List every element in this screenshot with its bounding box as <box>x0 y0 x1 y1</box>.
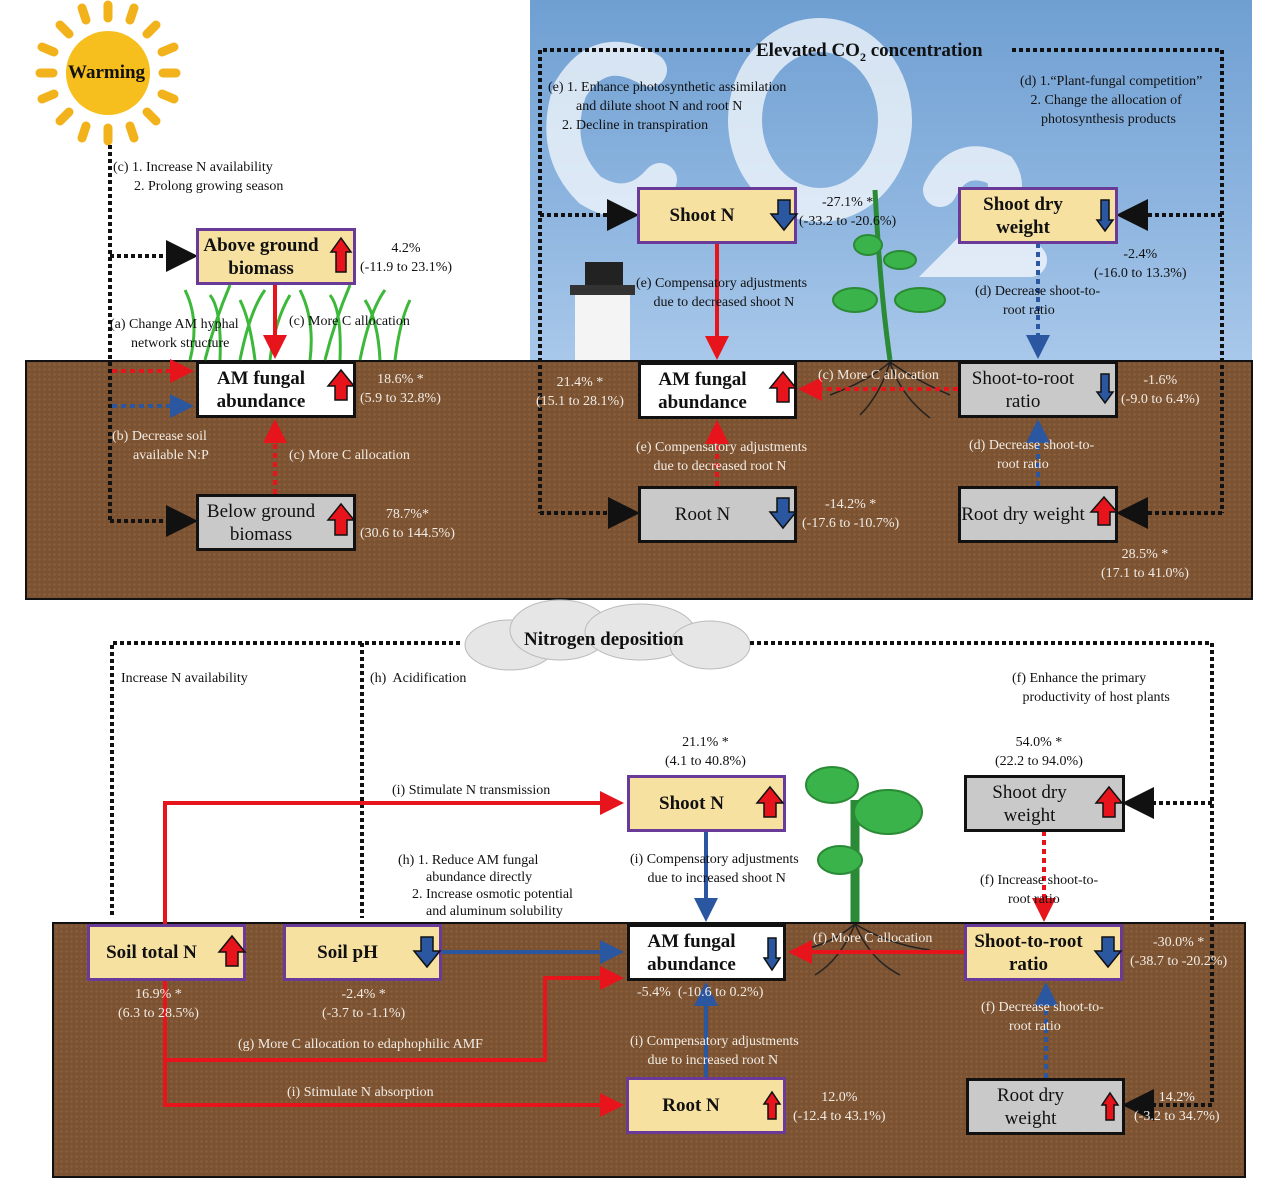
down-arrow-icon <box>1095 373 1115 405</box>
label-warming-c-alloc-2: (c) More C allocation <box>289 448 410 463</box>
stat-root-n-co2: -14.2% * (-17.6 to -10.7%) <box>802 497 900 531</box>
up-arrow-icon <box>329 236 353 273</box>
box-am-fungal-abundance-co2: AM fungal abundance <box>638 362 797 419</box>
label-ndep-inc-n: Increase N availability <box>121 671 248 686</box>
box-root-n-co2: Root N <box>638 486 797 543</box>
down-arrow-icon <box>762 937 782 972</box>
up-arrow-icon <box>1089 495 1119 526</box>
co2-title: Elevated CO2 concentration <box>756 40 983 65</box>
label-co2-d-dec-2: (d) Decrease shoot-to- root ratio <box>969 438 1095 472</box>
up-arrow-icon <box>326 368 356 401</box>
grass-picture <box>183 284 412 361</box>
stat-shoot-to-root-ndep: -30.0% * (-38.7 to -20.2%) <box>1130 935 1228 969</box>
label-warming-a-note: (a) Change AM hyphal network structure <box>110 317 239 351</box>
box-below-ground-biomass: Below ground biomass <box>196 494 356 551</box>
up-arrow-icon <box>326 502 356 536</box>
label-ndep-i-comp-root: (i) Compensatory adjustments due to incr… <box>630 1034 799 1068</box>
label-ndep-f-dec: (f) Decrease shoot-to- root ratio <box>981 1000 1104 1034</box>
down-arrow-icon <box>1095 199 1115 233</box>
down-arrow-icon <box>769 199 799 232</box>
label-co2-d-note: (d) 1.“Plant-fungal competition” 2. Chan… <box>1020 74 1203 127</box>
stat-root-n-ndep: 12.0% (-12.4 to 43.1%) <box>793 1090 886 1124</box>
stat-am-warming: 18.6% * (5.9 to 32.8%) <box>360 372 441 406</box>
box-root-n-ndep: Root N <box>626 1077 786 1134</box>
label-warming-c-note: (c) 1. Increase N availability 2. Prolon… <box>113 160 284 194</box>
label-ndep-i-stim-trans: (i) Stimulate N transmission <box>392 783 551 798</box>
up-arrow-icon <box>1100 1091 1120 1121</box>
box-root-dry-weight-co2: Root dry weight <box>958 486 1118 543</box>
box-root-dry-weight-ndep: Root dry weight <box>966 1078 1125 1135</box>
label-ndep-f-enh: (f) Enhance the primary productivity of … <box>1012 671 1170 705</box>
stat-shoot-n-co2: -27.1% * (-33.2 to -20.6%) <box>799 195 897 229</box>
stat-shoot-dry-weight-co2: -2.4% (-16.0 to 13.3%) <box>1094 247 1187 281</box>
label-co2-e-note: (e) 1. Enhance photosynthetic assimilati… <box>548 80 787 133</box>
stat-shoot-n-ndep: 21.1% * (4.1 to 40.8%) <box>665 735 746 769</box>
up-arrow-icon <box>762 1090 782 1120</box>
sun-icon <box>35 0 181 146</box>
up-arrow-icon <box>217 934 247 967</box>
stat-soil-total-n: 16.9% * (6.3 to 28.5%) <box>118 987 199 1021</box>
cloud-picture <box>464 599 751 671</box>
stat-below-ground-biomass: 78.7%* (30.6 to 144.5%) <box>360 507 455 541</box>
up-arrow-icon <box>768 370 798 403</box>
down-arrow-icon <box>1093 936 1123 969</box>
label-co2-c-alloc: (c) More C allocation <box>818 368 939 383</box>
box-shoot-to-root-ratio-co2: Shoot-to-root ratio <box>958 361 1118 418</box>
down-arrow-icon <box>412 936 442 969</box>
co2-title-text: Elevated CO <box>756 40 860 61</box>
stat-shoot-to-root-co2: -1.6% (-9.0 to 6.4%) <box>1121 373 1200 407</box>
label-warming-c-alloc-1: (c) More C allocation <box>289 314 410 329</box>
label-ndep-h-note: (h) 1. Reduce AM fungal abundance direct… <box>398 853 573 919</box>
label-ndep-i-comp-shoot: (i) Compensatory adjustments due to incr… <box>630 852 799 886</box>
co2-title-end: concentration <box>865 40 983 61</box>
up-arrow-icon <box>1094 785 1124 818</box>
ndep-title: Nitrogen deposition <box>524 629 684 650</box>
stat-am-co2: 21.4% * (15.1 to 28.1%) <box>536 375 624 409</box>
warming-label: Warming <box>68 62 146 83</box>
stat-am-ndep: -5.4% (-10.6 to 0.2%) <box>637 985 764 1000</box>
plant-picture-bottom <box>805 766 923 922</box>
stat-soil-ph: -2.4% * (-3.7 to -1.1%) <box>322 987 406 1021</box>
box-am-fungal-abundance-warming: AM fungal abundance <box>196 361 356 418</box>
plant-picture-top <box>832 189 946 361</box>
label-co2-d-dec-1: (d) Decrease shoot-to- root ratio <box>975 284 1101 318</box>
box-shoot-dry-weight-ndep: Shoot dry weight <box>964 775 1125 832</box>
co2-dotted-frame <box>538 48 1224 513</box>
box-shoot-n-co2: Shoot N <box>637 187 797 244</box>
label-ndep-i-abs: (i) Stimulate N absorption <box>287 1085 434 1100</box>
stat-root-dry-weight-co2: 28.5% * (17.1 to 41.0%) <box>1101 547 1189 581</box>
label-ndep-f-inc: (f) Increase shoot-to- root ratio <box>980 873 1099 907</box>
up-arrow-icon <box>755 785 785 818</box>
stat-shoot-dry-weight-ndep: 54.0% * (22.2 to 94.0%) <box>995 735 1083 769</box>
box-am-fungal-abundance-ndep: AM fungal abundance <box>627 924 786 981</box>
chimney-picture <box>570 262 635 360</box>
stat-root-dry-weight-ndep: 14.2% (-3.2 to 34.7%) <box>1134 1090 1220 1124</box>
down-arrow-icon <box>768 497 798 530</box>
ndep-dotted-frame <box>110 641 1214 1105</box>
label-co2-e-comp-shoot: (e) Compensatory adjustments due to decr… <box>636 276 808 310</box>
label-ndep-h-acid: (h) Acidification <box>370 671 467 686</box>
label-warming-b-note: (b) Decrease soil available N:P <box>112 429 209 463</box>
box-above-ground-biomass: Above ground biomass <box>196 228 356 285</box>
stat-above-ground-biomass: 4.2% (-11.9 to 23.1%) <box>360 241 453 275</box>
label-ndep-f-alloc: (f) More C allocation <box>813 931 933 946</box>
box-shoot-dry-weight-co2: Shoot dry weight <box>958 187 1118 244</box>
label-ndep-g-alloc: (g) More C allocation to edaphophilic AM… <box>238 1037 483 1052</box>
label-co2-e-comp-root: (e) Compensatory adjustments due to decr… <box>636 440 808 474</box>
roots-picture <box>799 361 951 976</box>
co2-title-subscript: 2 <box>859 49 866 64</box>
